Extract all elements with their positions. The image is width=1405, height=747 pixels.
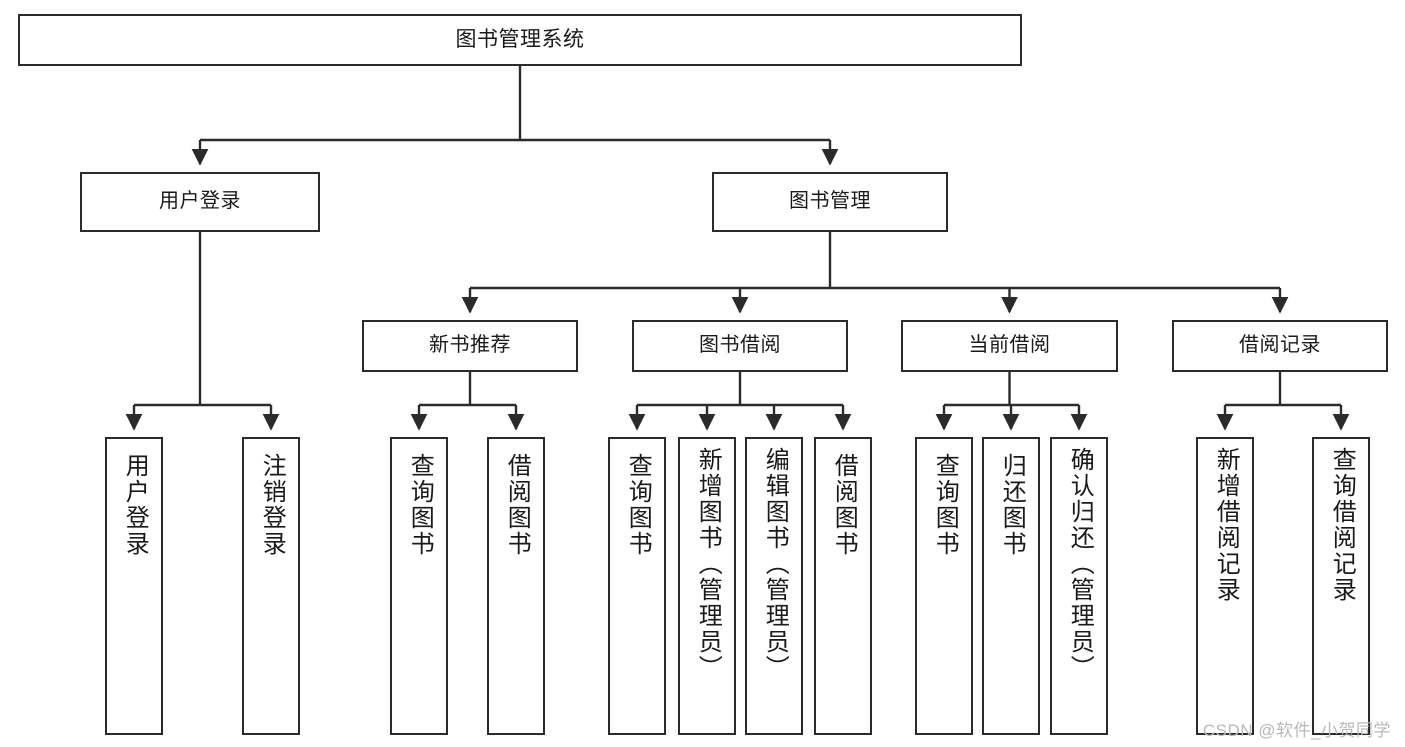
node-c_query: 查询图书 bbox=[915, 437, 973, 735]
node-records: 借阅记录 bbox=[1172, 320, 1388, 372]
node-label: 编辑图书（管理员） bbox=[761, 447, 789, 681]
node-l_logout: 注销登录 bbox=[242, 437, 300, 735]
node-b_add: 新增图书（管理员） bbox=[678, 437, 736, 735]
node-l_login: 用户登录 bbox=[105, 437, 163, 735]
node-label: 借阅记录 bbox=[1239, 334, 1321, 357]
node-label: 确认归还（管理员） bbox=[1066, 447, 1094, 681]
node-label: 图书管理系统 bbox=[455, 27, 585, 51]
node-label: 查询借阅记录 bbox=[1328, 447, 1356, 603]
node-login: 用户登录 bbox=[80, 172, 320, 232]
node-n_query: 查询图书 bbox=[390, 437, 448, 735]
node-label: 注销登录 bbox=[258, 453, 286, 557]
node-label: 查询图书 bbox=[406, 453, 434, 557]
node-bookmgmt: 图书管理 bbox=[712, 172, 948, 232]
node-label: 图书借阅 bbox=[699, 334, 781, 357]
node-label: 用户登录 bbox=[121, 453, 149, 557]
node-root: 图书管理系统 bbox=[18, 14, 1022, 66]
watermark: CSDN @软件_小贺同学 bbox=[1202, 721, 1391, 740]
node-borrow: 图书借阅 bbox=[632, 320, 848, 372]
node-label: 图书管理 bbox=[789, 190, 871, 213]
node-label: 归还图书 bbox=[998, 453, 1026, 557]
node-r_add: 新增借阅记录 bbox=[1196, 437, 1254, 735]
node-c_return: 归还图书 bbox=[982, 437, 1040, 735]
node-current: 当前借阅 bbox=[901, 320, 1118, 372]
node-newbook: 新书推荐 bbox=[362, 320, 578, 372]
node-label: 新书推荐 bbox=[429, 334, 511, 357]
node-label: 当前借阅 bbox=[968, 334, 1051, 357]
node-label: 查询图书 bbox=[624, 453, 652, 557]
node-label: 借阅图书 bbox=[830, 453, 858, 557]
node-label: 新增借阅记录 bbox=[1212, 447, 1240, 603]
node-r_query: 查询借阅记录 bbox=[1312, 437, 1370, 735]
node-b_edit: 编辑图书（管理员） bbox=[745, 437, 803, 735]
node-n_borrow: 借阅图书 bbox=[487, 437, 545, 735]
node-b_query: 查询图书 bbox=[608, 437, 666, 735]
node-b_lend: 借阅图书 bbox=[814, 437, 872, 735]
node-label: 新增图书（管理员） bbox=[694, 447, 722, 681]
node-label: 借阅图书 bbox=[503, 453, 531, 557]
node-c_confirm: 确认归还（管理员） bbox=[1050, 437, 1108, 735]
node-label: 用户登录 bbox=[159, 190, 241, 213]
node-label: 查询图书 bbox=[931, 453, 959, 557]
